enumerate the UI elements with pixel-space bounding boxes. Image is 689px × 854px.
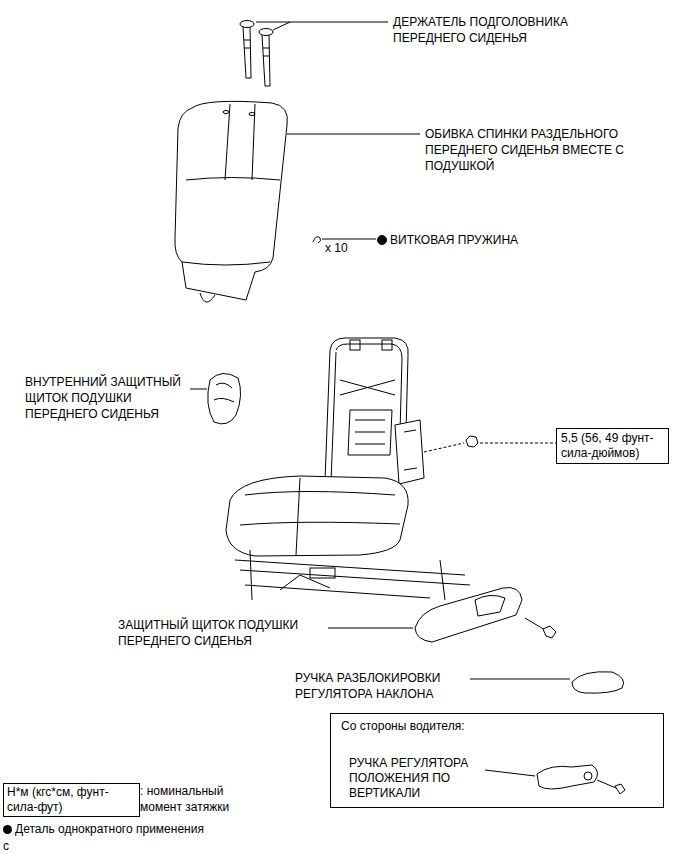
lift-handle	[537, 765, 625, 794]
leader-line	[287, 134, 420, 135]
figure-code: c	[3, 838, 9, 854]
box-heading: Со стороны водителя:	[341, 719, 653, 734]
leader-line	[485, 770, 535, 776]
leader-line	[328, 628, 413, 629]
legend-note: : номинальный момент затяжки	[140, 783, 245, 815]
recline-knob	[572, 672, 624, 693]
screw	[525, 618, 556, 638]
nut	[466, 436, 478, 447]
seat-frame	[226, 338, 470, 600]
leader-line	[424, 443, 464, 452]
driver-side-box: Со стороны водителя: РУЧКА РЕГУЛЯТОРА ПОЛ…	[330, 713, 664, 808]
leader-line	[470, 679, 570, 680]
inner-shield	[208, 373, 241, 423]
part-name: РУЧКА РАЗБЛОКИРОВКИ РЕГУЛЯТОРА НАКЛОНА	[295, 670, 465, 702]
torque-box: 5,5 (56, 49 фунт-сила-дюймов)	[556, 428, 669, 464]
torque-legend-box: Н*м (кгс*см, фунт-сила-фут)	[3, 783, 140, 817]
part-name: ОБИВКА СПИНКИ РАЗДЕЛЬНОГО ПЕРЕДНЕГО СИДЕ…	[425, 126, 640, 174]
leader-line	[480, 443, 556, 444]
part-name: ДЕРЖАТЕЛЬ ПОДГОЛОВНИКА ПЕРЕДНЕГО СИДЕНЬЯ	[393, 14, 583, 46]
single-use-dot	[378, 236, 387, 245]
part-name: ЗАЩИТНЫЙ ЩИТОК ПОДУШКИ ПЕРЕДНЕГО СИДЕНЬЯ	[118, 617, 328, 649]
front-shield	[415, 588, 522, 643]
part-name: ВНУТРЕННИЙ ЗАЩИТНЫЙ ЩИТОК ПОДУШКИ ПЕРЕДН…	[25, 374, 185, 422]
headrest-support	[240, 21, 273, 87]
box-text: РУЧКА РЕГУЛЯТОРА ПОЛОЖЕНИЯ ПО ВЕРТИКАЛИ	[349, 756, 484, 801]
box-text: Н*м (кгс*см, фунт-сила-фут)	[7, 785, 135, 815]
box-text: 5,5 (56, 49 фунт-сила-дюймов)	[561, 431, 663, 461]
leader-line	[190, 389, 207, 390]
part-name: ВИТКОВАЯ ПРУЖИНА	[390, 232, 518, 248]
single-use-dot	[3, 825, 12, 834]
spring-symbol	[313, 237, 321, 243]
legend-row: Деталь однократного применения	[3, 821, 204, 837]
quantity: x 10	[325, 240, 348, 256]
legend-text: Деталь однократного применения	[15, 822, 204, 836]
leader-line	[322, 239, 376, 240]
seatback-cover	[175, 101, 288, 302]
leader-line	[273, 22, 290, 30]
leader-line	[256, 22, 388, 23]
